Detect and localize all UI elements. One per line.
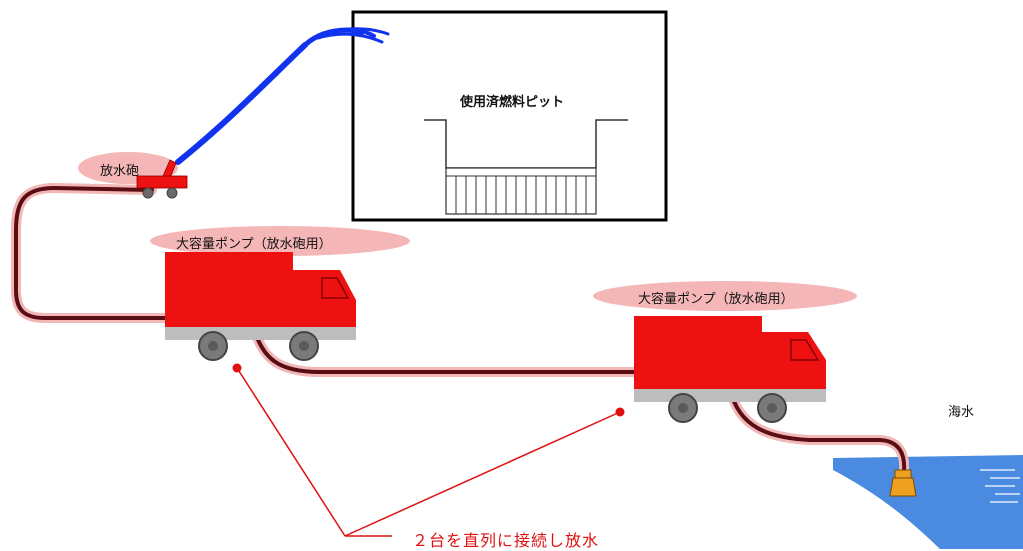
sea-intake-pump <box>889 469 917 497</box>
annotation-dot-pump2 <box>615 407 625 417</box>
water-cannon-label: 放水砲 <box>100 164 140 179</box>
water-cannon-cart <box>136 159 188 199</box>
hoses <box>14 185 907 472</box>
pump1-label: 大容量ポンプ（放水砲用） <box>176 237 332 252</box>
series-annotation-lines <box>236 367 621 537</box>
spent-fuel-pit-panel <box>351 10 668 222</box>
pump2-label: 大容量ポンプ（放水砲用） <box>638 292 794 307</box>
water-spray <box>175 27 390 165</box>
spent-fuel-pit-label: 使用済燃料ピット <box>460 95 565 110</box>
sea-water-label: 海水 <box>948 405 975 420</box>
sea-waves <box>980 469 1020 503</box>
hose-glow <box>11 182 910 475</box>
hose-sea-to-pump2 <box>728 386 907 472</box>
series-connection-note: ２台を直列に接続し放水 <box>412 531 600 550</box>
pump-truck-1 <box>165 252 356 361</box>
pump-truck-2 <box>634 316 826 423</box>
fuel-rack-cells <box>446 175 596 214</box>
sea-water <box>833 455 1023 549</box>
annotation-dot-pump1 <box>232 363 242 373</box>
pump2-label-glow <box>593 281 857 311</box>
hose-pump1-to-nozzle <box>14 185 170 320</box>
pump1-label-glow <box>150 226 410 256</box>
fuel-rack <box>445 167 597 215</box>
